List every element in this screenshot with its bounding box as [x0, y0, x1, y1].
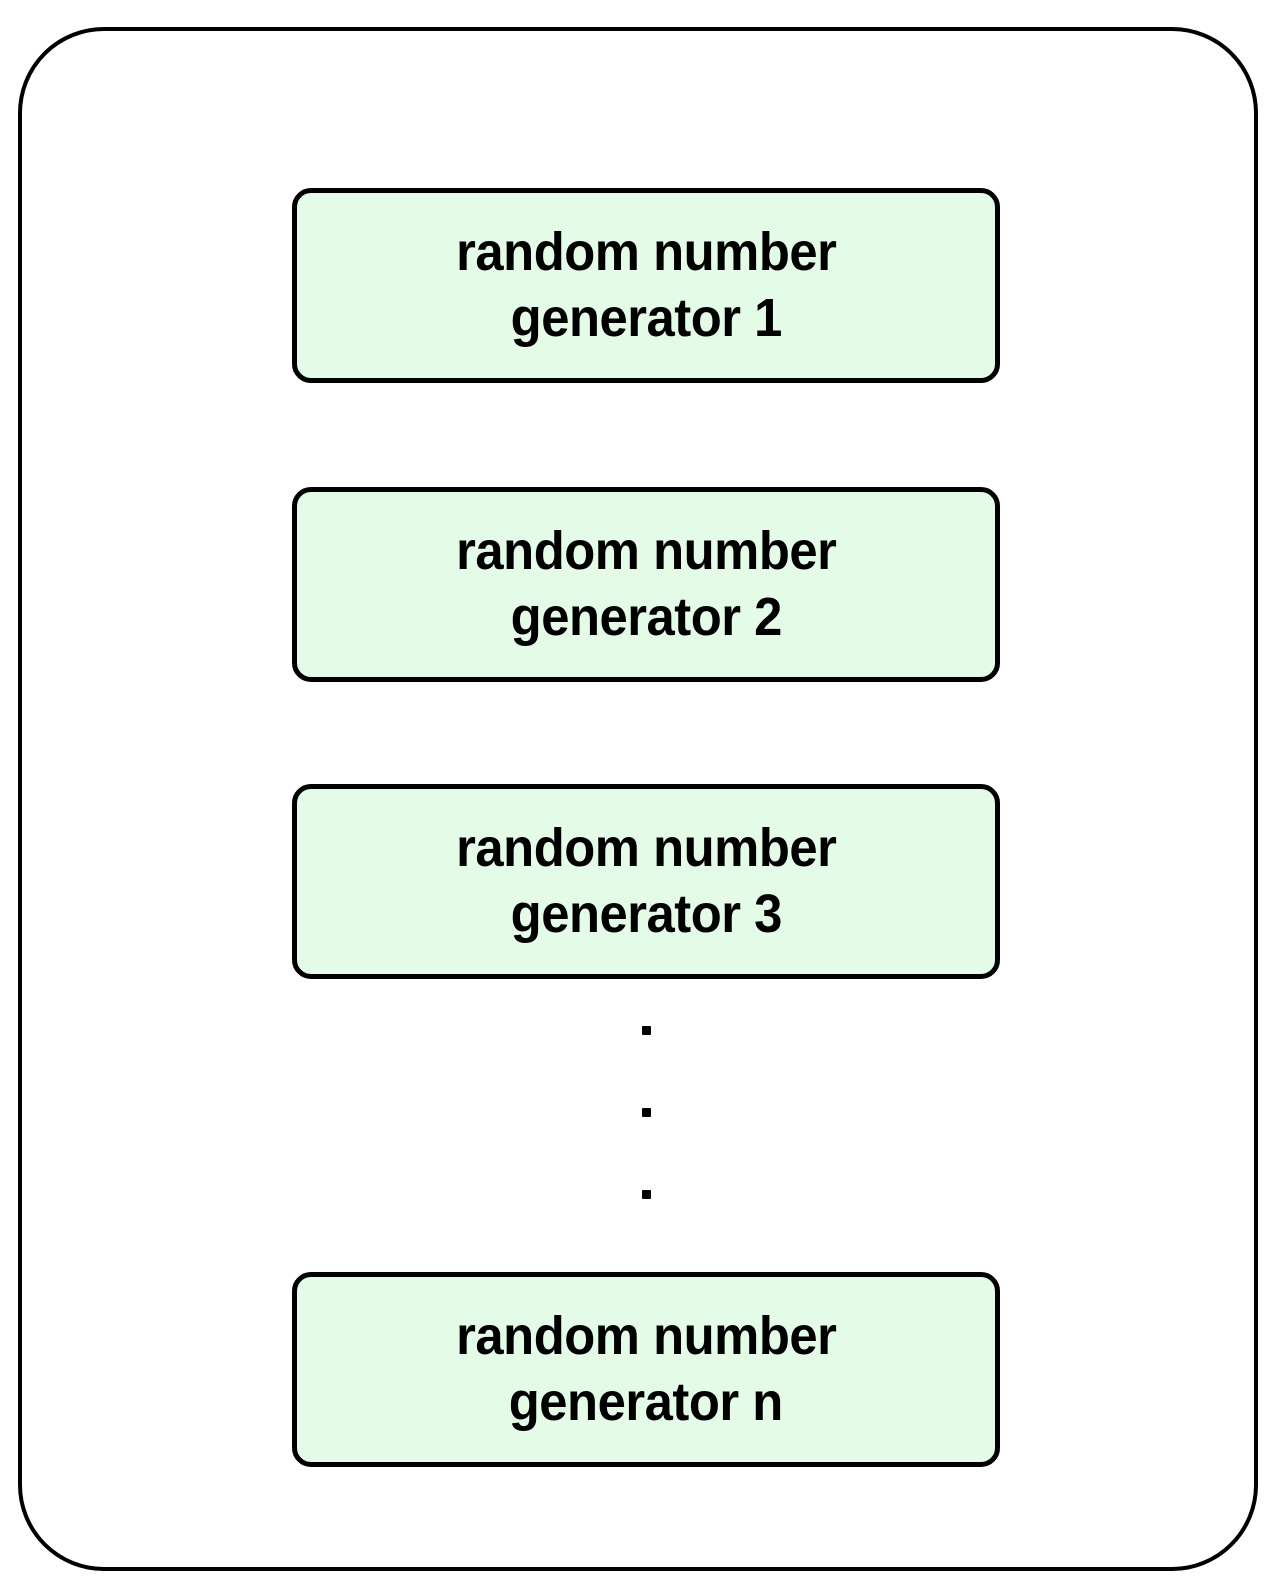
generator-box-2-line2: generator 2: [510, 586, 782, 647]
generator-box-n-line2: generator n: [508, 1371, 784, 1432]
ellipsis-dot-3: [641, 1190, 651, 1199]
generator-box-n[interactable]: random number generator n: [292, 1272, 1000, 1467]
generator-box-n-line1: random number: [455, 1305, 837, 1366]
generator-box-2[interactable]: random number generator 2: [292, 487, 1000, 682]
vertical-ellipsis: [22, 1016, 1254, 1211]
generator-box-3-line2: generator 3: [510, 883, 782, 944]
generator-box-2-line1: random number: [455, 520, 837, 581]
ellipsis-dot-2: [641, 1108, 651, 1117]
ellipsis-dot-1: [641, 1026, 651, 1035]
generator-box-1-line2: generator 1: [510, 287, 782, 348]
generator-box-1[interactable]: random number generator 1: [292, 188, 1000, 383]
generator-box-1-line1: random number: [455, 221, 837, 282]
generator-pool-container: random number generator 1 random number …: [18, 27, 1258, 1571]
generator-box-3-line1: random number: [455, 817, 837, 878]
generator-box-3[interactable]: random number generator 3: [292, 784, 1000, 979]
